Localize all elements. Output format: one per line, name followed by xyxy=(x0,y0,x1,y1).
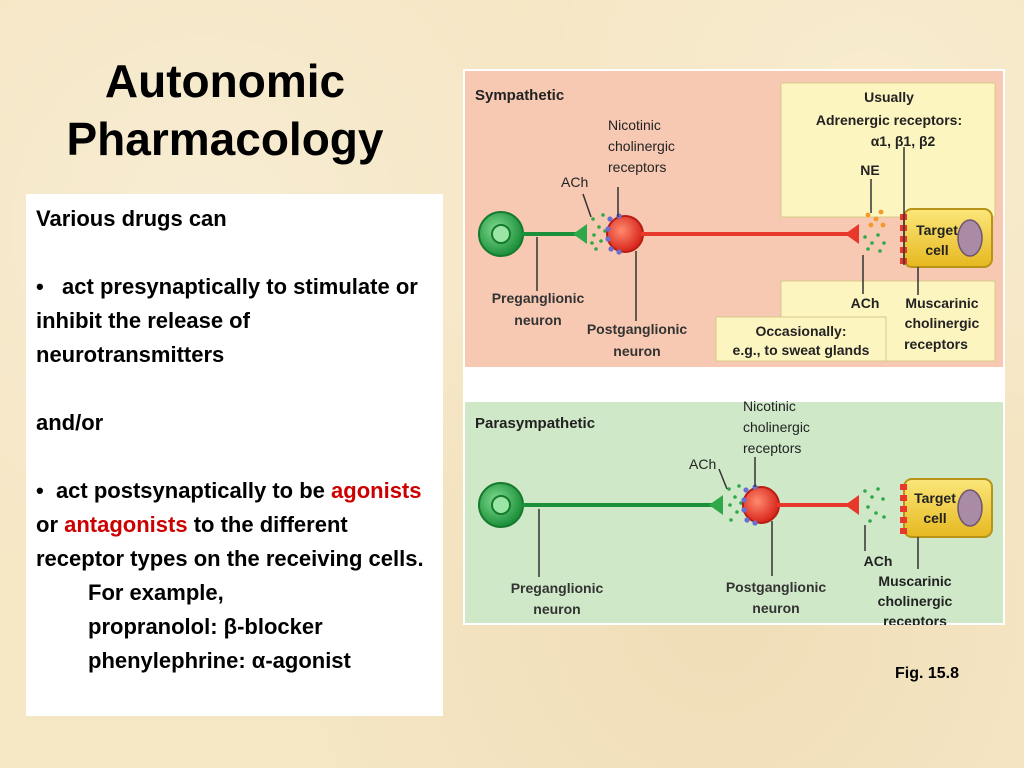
bullet-presynaptic: • act presynaptically to stimulate or in… xyxy=(36,270,433,372)
muscarinic-label-1: Muscarinic xyxy=(905,295,978,311)
para-target-label-1: Target xyxy=(914,490,956,506)
preganglionic-terminal xyxy=(573,224,587,244)
bullet-postsynaptic-pre: act postsynaptically to be xyxy=(55,478,325,503)
para-postganglionic-label-2: neuron xyxy=(752,600,799,616)
para-nicotinic-receptor-dots xyxy=(741,484,758,526)
example-intro: For example, xyxy=(88,580,224,605)
para-ach-pre-label: ACh xyxy=(689,456,716,472)
para-postganglionic-label-1: Postganglionic xyxy=(726,579,827,595)
preganglionic-label-2: neuron xyxy=(514,312,561,328)
postganglionic-label-2: neuron xyxy=(613,343,660,359)
title-line-1: Autonomic xyxy=(104,55,346,107)
to-word: to xyxy=(193,512,215,537)
intro-text: Various drugs can xyxy=(36,206,227,231)
adrenergic-types-label: α1, β1, β2 xyxy=(871,133,936,149)
para-postganglionic-terminal xyxy=(845,495,859,515)
agonists-term: agonists xyxy=(331,478,422,503)
bullet-marker: • xyxy=(36,478,44,503)
bullet-marker: • xyxy=(36,274,44,299)
para-preganglionic-nucleus xyxy=(491,495,511,515)
bullet-postsynaptic-post: the different receptor types on the rece… xyxy=(36,512,424,571)
para-muscarinic-label-2: cholinergic xyxy=(878,593,953,609)
nicotinic-label-1: Nicotinic xyxy=(608,117,661,133)
occasionally-box xyxy=(715,316,887,362)
para-muscarinic-label-3: receptors xyxy=(883,613,947,625)
para-preganglionic-label-2: neuron xyxy=(533,601,580,617)
postganglionic-cell-body xyxy=(606,215,644,253)
occasionally-label-2: e.g., to sweat glands xyxy=(733,342,870,358)
bullet-postsynaptic: • act postsynaptically to be agonists or… xyxy=(36,474,433,576)
antagonists-term: antagonists xyxy=(64,512,188,537)
example-propranolol: propranolol: β-blocker xyxy=(88,614,323,639)
figure-caption: Fig. 15.8 xyxy=(895,665,960,682)
occasionally-label-1: Occasionally: xyxy=(755,323,846,339)
parasympathetic-label: Parasympathetic xyxy=(475,415,595,432)
ach-pre-label: ACh xyxy=(561,174,588,190)
preganglionic-nucleus xyxy=(491,224,511,244)
nicotinic-label-2: cholinergic xyxy=(608,138,675,154)
para-nicotinic-label-2: cholinergic xyxy=(743,419,810,435)
para-nicotinic-label-1: Nicotinic xyxy=(743,398,796,414)
autonomic-neuron-figure: Sympathetic xyxy=(463,69,1005,625)
sympathetic-leader-lines xyxy=(536,147,919,321)
parasympathetic-target-nucleus xyxy=(957,489,983,527)
nicotinic-label-3: receptors xyxy=(608,159,666,175)
para-ach-vesicles-pre xyxy=(727,484,743,522)
para-preganglionic-label-1: Preganglionic xyxy=(511,580,604,596)
adrenergic-label: Adrenergic receptors: xyxy=(816,112,962,128)
ne-label: NE xyxy=(860,162,879,178)
postganglionic-label-1: Postganglionic xyxy=(587,321,688,337)
or-word: or xyxy=(36,512,58,537)
parasympathetic-leader-lines xyxy=(538,457,919,577)
para-ach-dots-post xyxy=(863,487,886,523)
target-receptors-para xyxy=(900,484,907,534)
para-muscarinic-label-1: Muscarinic xyxy=(878,573,951,589)
example-phenylephrine: phenylephrine: α-agonist xyxy=(88,648,351,673)
para-preganglionic-terminal xyxy=(709,495,723,515)
postganglionic-terminal xyxy=(845,224,859,244)
ne-dots xyxy=(865,209,886,228)
bullet-presynaptic-text: act presynaptically to stimulate or inhi… xyxy=(36,274,418,367)
adrenergic-box xyxy=(780,82,996,218)
muscarinic-label-3: receptors xyxy=(904,336,968,352)
title-line-2: Pharmacology xyxy=(66,113,384,165)
usually-label: Usually xyxy=(864,89,914,105)
muscarinic-label-2: cholinergic xyxy=(905,315,980,331)
text-panel: Various drugs can • act presynaptically … xyxy=(26,194,443,716)
ach-post-label: ACh xyxy=(851,295,880,311)
target-label-1: Target xyxy=(916,222,958,238)
sympathetic-panel: Sympathetic xyxy=(465,71,1003,367)
target-label-2: cell xyxy=(925,242,948,258)
slide-title: Autonomic Pharmacology xyxy=(30,52,420,168)
ach-dots-post xyxy=(863,233,886,253)
para-target-label-2: cell xyxy=(923,510,946,526)
para-ach-post-label: ACh xyxy=(864,553,893,569)
parasympathetic-panel: Parasympathetic xyxy=(465,398,1003,625)
sympathetic-label: Sympathetic xyxy=(475,87,564,104)
preganglionic-label-1: Preganglionic xyxy=(492,290,585,306)
and-or-text: and/or xyxy=(36,410,104,435)
para-postganglionic-cell-body xyxy=(742,486,780,524)
para-nicotinic-label-3: receptors xyxy=(743,440,801,456)
sympathetic-target-nucleus xyxy=(957,219,983,257)
